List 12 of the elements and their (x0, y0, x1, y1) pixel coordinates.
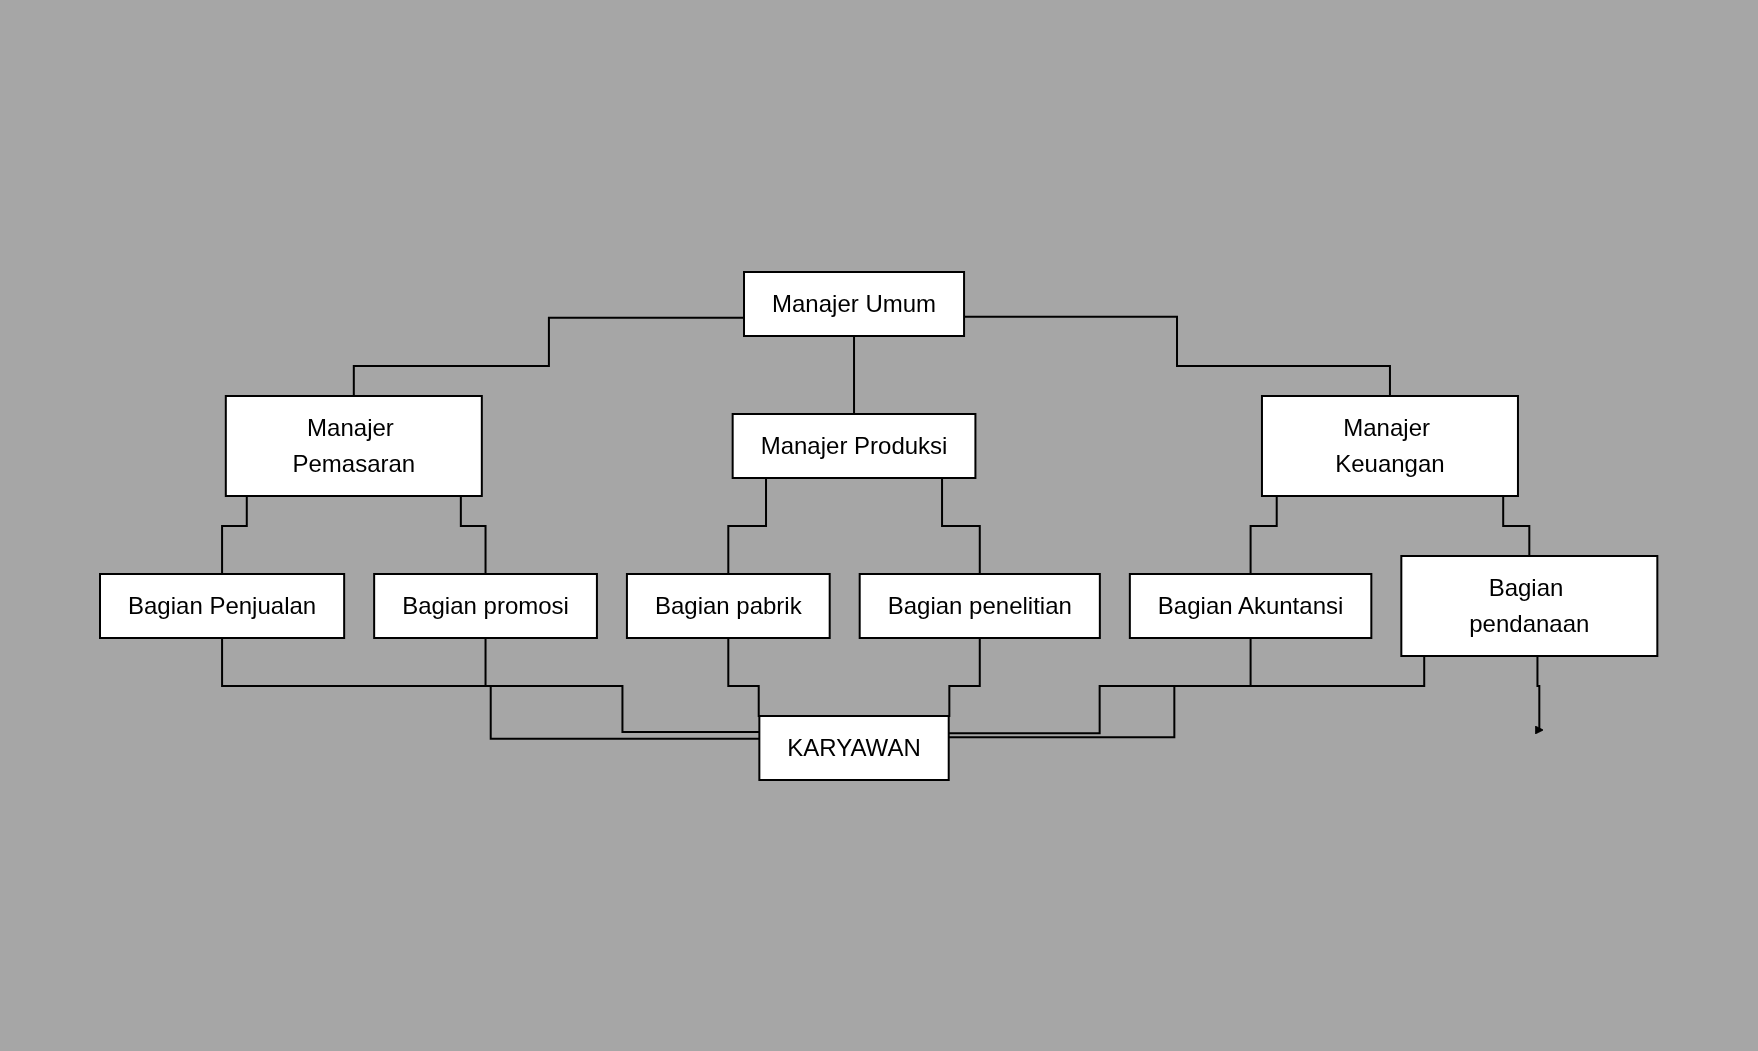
connector (853, 334, 856, 415)
node-box: Manajer Pemasaran (225, 394, 484, 497)
node-box: Bagian pendanaan (1400, 554, 1659, 657)
node-box: KARYAWAN (758, 714, 951, 781)
node-box: Bagian penelitian (859, 572, 1102, 639)
node-box: Bagian pabrik (626, 572, 831, 639)
node-box: Bagian promosi (373, 572, 599, 639)
node-box: Bagian Akuntansi (1129, 572, 1373, 639)
node-box: Bagian Penjualan (99, 572, 346, 639)
node-box: Manajer Keuangan (1261, 394, 1520, 497)
node-box: Manajer Umum (743, 270, 966, 337)
node-box: Manajer Produksi (732, 412, 977, 479)
